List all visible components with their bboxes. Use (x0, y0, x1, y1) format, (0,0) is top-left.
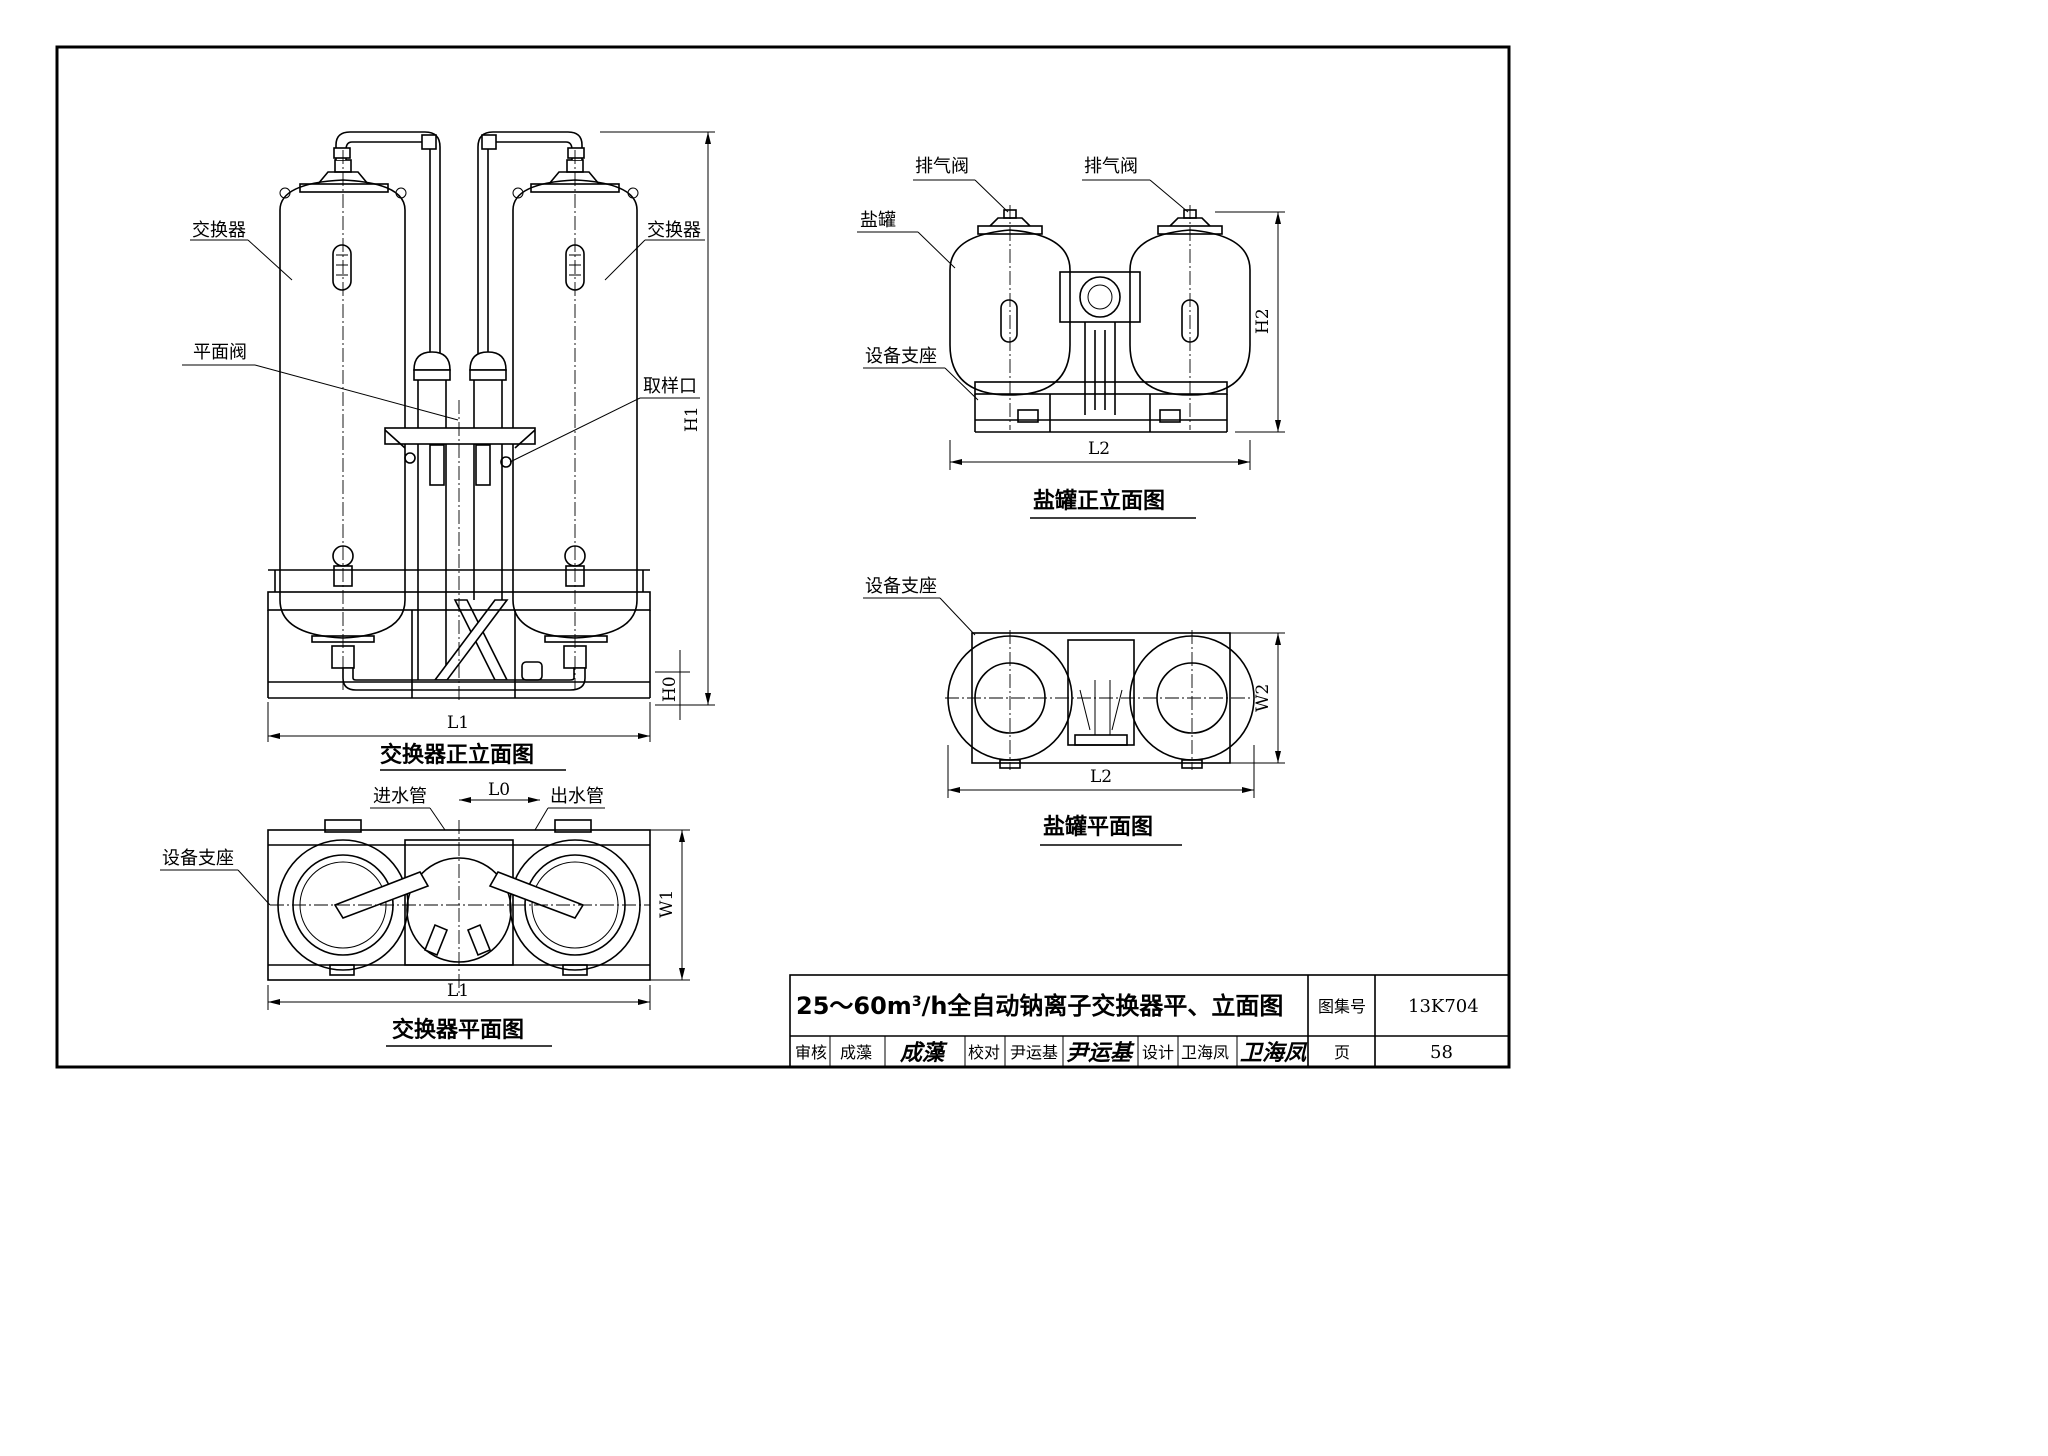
dim-label-L1-plan: L1 (447, 981, 469, 1001)
dim-label-H0: H0 (660, 676, 680, 702)
dim-label-L1: L1 (447, 713, 469, 733)
brine-tank-right (1129, 229, 1251, 396)
brine-tank-plan-view: 设备支座 W2 L2 盐罐平面图 (863, 576, 1285, 846)
caption-exchanger-elevation: 交换器正立面图 (380, 742, 534, 768)
atlas-label: 图集号 (1318, 997, 1366, 1016)
page-number: 58 (1430, 1042, 1453, 1063)
atlas-number: 13K704 (1408, 996, 1479, 1017)
dim-label-L2: L2 (1088, 439, 1110, 459)
dim-L2-elevation (949, 440, 1251, 470)
label-support-brine-plan: 设备支座 (865, 576, 937, 597)
label-support-exchanger: 设备支座 (162, 848, 234, 869)
exchanger-plan-view: L0 进水管 出水管 设备支座 W1 L1 交换器平面图 (160, 780, 690, 1047)
drawing-title: 25～60m3/h全自动钠离子交换器平、立面图 (796, 992, 1283, 1020)
reviewer-name: 成藻 (840, 1043, 872, 1062)
checker-signature: 尹运基 (1066, 1040, 1135, 1066)
dim-label-H2: H2 (1253, 308, 1273, 334)
dim-H1 (600, 131, 715, 720)
dim-label-L0: L0 (488, 780, 510, 800)
label-exchanger-right: 交换器 (647, 220, 701, 241)
drawing-sheet: L1 H1 H0 交换器 交换器 平面阀 取样口 交换器正立面图 (55, 45, 1511, 1069)
dim-L2-plan (947, 745, 1255, 798)
caption-brine-plan: 盐罐平面图 (1043, 814, 1153, 840)
bottom-pipework (342, 599, 586, 691)
dim-label-H1: H1 (682, 406, 702, 432)
label-vent-left: 排气阀 (915, 156, 969, 177)
caption-exchanger-plan: 交换器平面图 (392, 1017, 524, 1043)
exchanger-tank-right (512, 159, 639, 669)
label-support-brine: 设备支座 (865, 346, 937, 367)
reviewer-signature: 成藻 (899, 1040, 948, 1066)
dim-H2 (1215, 211, 1285, 433)
designer-name: 卫海凤 (1181, 1043, 1229, 1062)
label-inlet-pipe: 进水管 (373, 786, 427, 807)
dim-label-W2: W2 (1253, 684, 1273, 712)
label-outlet-pipe: 出水管 (550, 786, 604, 807)
dim-L1-plan (267, 985, 651, 1010)
checker-name: 尹运基 (1010, 1043, 1058, 1062)
exchanger-elevation-view: L1 H1 H0 交换器 交换器 平面阀 取样口 交换器正立面图 (182, 131, 715, 771)
label-vent-right: 排气阀 (1084, 156, 1138, 177)
dim-W1 (650, 829, 690, 981)
label-brine-tank: 盐罐 (860, 210, 896, 231)
design-label: 设计 (1142, 1043, 1174, 1062)
check-label: 校对 (968, 1043, 1000, 1062)
brine-tank-elevation-view: 排气阀 排气阀 盐罐 设备支座 L2 H2 盐罐正立面图 (857, 156, 1285, 519)
review-label: 审核 (795, 1043, 827, 1062)
dim-label-L2-plan: L2 (1090, 767, 1112, 787)
label-flat-valve: 平面阀 (193, 342, 247, 363)
caption-brine-elevation: 盐罐正立面图 (1033, 488, 1165, 514)
dim-W2 (1230, 632, 1285, 764)
label-sampling-port: 取样口 (643, 376, 697, 397)
dim-label-W1: W1 (657, 890, 677, 918)
title-block: 25～60m3/h全自动钠离子交换器平、立面图 图集号 13K704 审核 成藻… (789, 974, 1510, 1068)
dim-L1-elevation (267, 702, 651, 742)
designer-signature: 卫海凤 (1240, 1040, 1308, 1066)
flat-valve-assembly (384, 351, 536, 690)
drawing-frame (55, 45, 1511, 1069)
page-label: 页 (1334, 1043, 1350, 1062)
top-pipework (333, 131, 585, 361)
label-exchanger-left: 交换器 (192, 220, 246, 241)
